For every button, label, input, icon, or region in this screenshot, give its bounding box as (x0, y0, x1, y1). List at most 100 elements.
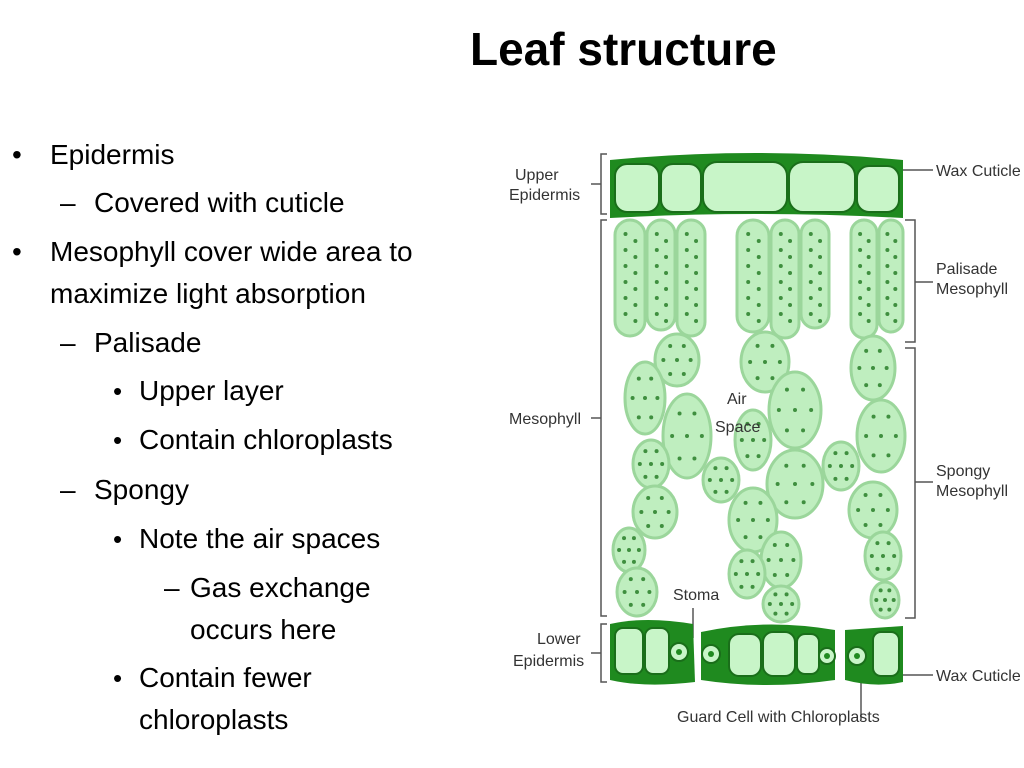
chloroplast-dot (746, 312, 751, 316)
chloroplast-dot (755, 376, 760, 381)
chloroplast-dot (746, 264, 751, 268)
bullet-text: Contain fewer (139, 662, 312, 693)
chloroplast-dot (884, 366, 889, 370)
chloroplast-dot (878, 492, 883, 497)
chloroplast-dot (641, 602, 646, 607)
chloroplast-dot (858, 312, 863, 316)
chloroplast-dot (692, 411, 697, 416)
chloroplast-dot (767, 602, 772, 606)
chloroplast-dot (878, 588, 883, 593)
label-palisade-mesophyll: Mesophyll (936, 281, 1008, 298)
chloroplast-dot (684, 264, 689, 268)
chloroplast-dot (818, 287, 823, 291)
bullet-palisade: – Palisade (60, 322, 201, 364)
chloroplast-dot (745, 572, 749, 576)
chloroplast-dot (661, 358, 666, 362)
chloroplast-dot (636, 415, 641, 420)
chloroplast-dot (869, 554, 874, 558)
chloroplast-dot (893, 434, 898, 438)
epidermis-cell (796, 633, 820, 675)
chloroplast-dot (779, 602, 783, 606)
chloroplast-dot (801, 428, 806, 433)
chloroplast-dot (739, 584, 744, 589)
bullet-text: Spongy (94, 474, 189, 505)
chloroplast-dot (885, 232, 890, 236)
chloroplast-dot (885, 508, 890, 512)
bullet-marker: • (12, 236, 22, 267)
chloroplast-dot (633, 271, 638, 275)
chloroplast-dot (772, 573, 777, 578)
chloroplast-dot (751, 438, 755, 442)
guard-cells (669, 642, 867, 666)
upper-epidermis (610, 153, 903, 218)
bullet-fewer-chloroplasts: • Contain fewer chloroplasts (113, 657, 312, 741)
chloroplast-dot (654, 280, 659, 284)
chloroplast-dot (788, 319, 793, 323)
label-stoma: Stoma (673, 587, 719, 604)
chloroplast-dot (633, 239, 638, 243)
chloroplast-dot (694, 287, 699, 291)
chloroplast-dot (801, 387, 806, 392)
chloroplast-dot (885, 312, 890, 316)
chloroplast-dot (668, 371, 673, 376)
chloroplast-dot (692, 456, 697, 461)
bullet-marker: – (60, 474, 76, 505)
chloroplast-dot (788, 287, 793, 291)
chloroplast-dot (724, 466, 729, 471)
chloroplast-dot (801, 500, 806, 505)
chloroplast-dot (808, 280, 813, 284)
bullet-marker: • (113, 524, 123, 554)
chloroplast-dot (778, 312, 783, 316)
chloroplast-dot (885, 280, 890, 284)
chloroplast-dot (659, 523, 664, 528)
chloroplast-dot (745, 421, 750, 426)
bullet-marker: • (113, 425, 123, 455)
chloroplast-dot (664, 239, 669, 243)
chloroplast-dot (766, 558, 771, 562)
chloroplast-dot (649, 415, 654, 420)
chloroplast-dot (724, 489, 729, 494)
chloroplast-dot (856, 508, 861, 512)
chloroplast-dot (833, 476, 838, 481)
chloroplast-dot (886, 453, 891, 458)
chloroplast-dot (664, 287, 669, 291)
chloroplast-dot (633, 319, 638, 323)
chloroplast-dot (808, 312, 813, 316)
chloroplast-dot (871, 414, 876, 419)
slide-title: Leaf structure (470, 23, 777, 75)
bullet-text-cont: occurs here (190, 614, 337, 645)
bullet-marker: • (113, 376, 123, 406)
chloroplast-dot (801, 463, 806, 468)
chloroplast-dot (866, 287, 871, 291)
epidermis-cell (702, 161, 788, 213)
chloroplast-dot (684, 296, 689, 300)
chloroplast-dot (866, 319, 871, 323)
chloroplast-dot (623, 248, 628, 252)
chloroplast-dot (694, 255, 699, 259)
bullet-text: Covered with cuticle (94, 187, 345, 218)
chloroplast-dot (871, 453, 876, 458)
chloroplast-dot (878, 523, 883, 528)
chloroplast-dot (776, 408, 781, 412)
leaf-diagram-svg: Upper Epidermis Wax Cuticle Palisade Mes… (509, 153, 1021, 726)
chloroplast-dot (818, 239, 823, 243)
chloroplast-dot (858, 264, 863, 268)
chloroplast-dot (788, 255, 793, 259)
chloroplast-dot (694, 271, 699, 275)
chloroplast-dot (719, 478, 723, 482)
chloroplast-dot (818, 303, 823, 307)
label-air: Air (727, 391, 747, 408)
label-wax-cuticle-bottom: Wax Cuticle (936, 668, 1020, 685)
chloroplast-dot (874, 598, 879, 602)
chloroplast-dot (858, 280, 863, 284)
chloroplast-dot (677, 456, 682, 461)
chloroplast-dot (778, 248, 783, 252)
chloroplast-dot (844, 451, 849, 456)
label-lower-epidermis: Epidermis (513, 653, 584, 670)
chloroplast-dot (653, 510, 657, 514)
chloroplast-dot (885, 296, 890, 300)
chloroplast-dot (818, 271, 823, 275)
chloroplast-dot (631, 536, 636, 541)
chloroplast-dot (636, 376, 641, 381)
chloroplast-dot (858, 248, 863, 252)
